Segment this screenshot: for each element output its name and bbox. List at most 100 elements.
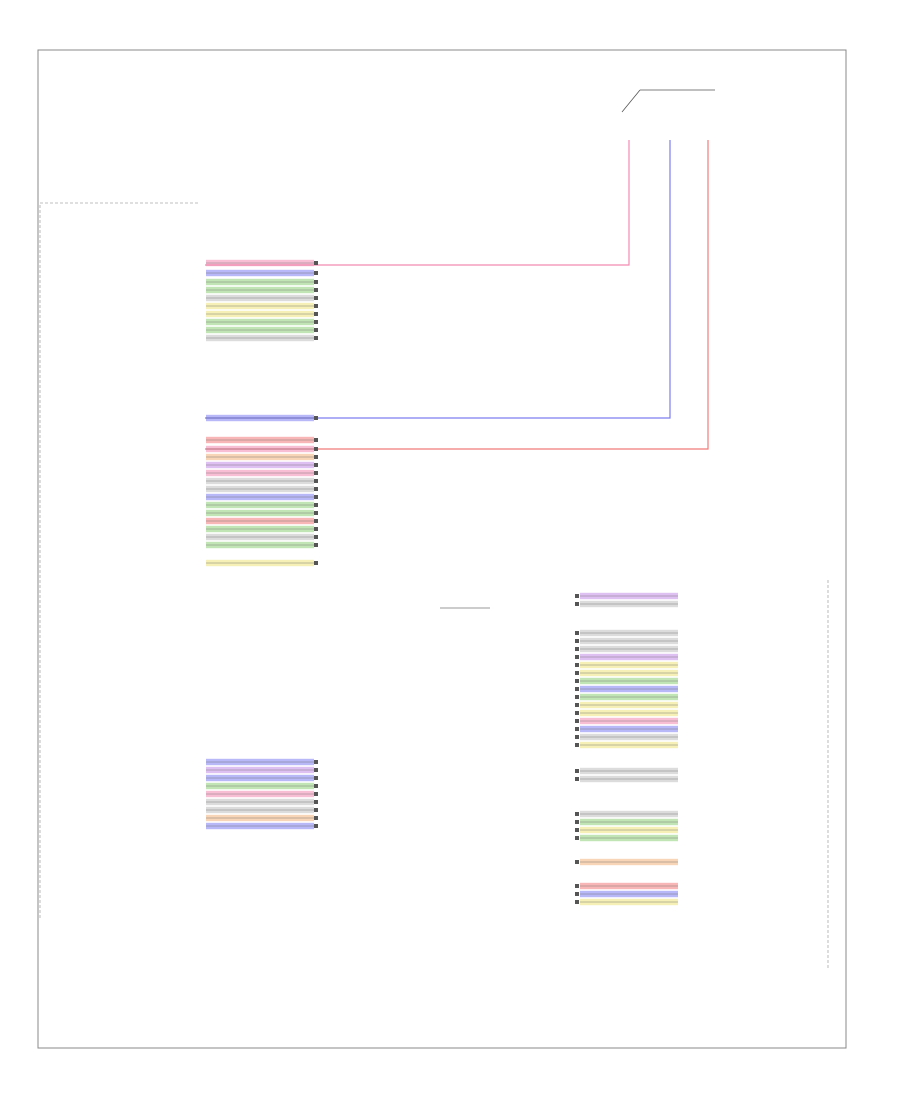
- left-wire-terminal: [314, 543, 318, 547]
- right-wire-group: [575, 592, 678, 906]
- left-wire-terminal: [314, 808, 318, 812]
- left-wire-terminal: [314, 312, 318, 316]
- left-wire-terminal: [314, 416, 318, 420]
- left-wire-terminal: [314, 447, 318, 451]
- right-wire-row: [575, 709, 678, 717]
- left-wire-terminal: [314, 280, 318, 284]
- left-wire-row: [206, 559, 318, 567]
- left-wire-terminal: [314, 288, 318, 292]
- left-wire-row: [206, 758, 318, 766]
- right-wire-row: [575, 834, 678, 842]
- right-wire-terminal: [575, 777, 579, 781]
- left-wire-row: [206, 326, 318, 334]
- right-wire-terminal: [575, 703, 579, 707]
- left-wire-terminal: [314, 271, 318, 275]
- left-wire-row: [206, 445, 318, 453]
- right-wire-terminal: [575, 892, 579, 896]
- left-wire-terminal: [314, 495, 318, 499]
- right-wire-terminal: [575, 687, 579, 691]
- feed-wire-pink: [205, 140, 630, 266]
- left-wire-group: [206, 259, 318, 830]
- left-wire-terminal: [314, 561, 318, 565]
- left-wire-row: [206, 278, 318, 286]
- ignition-switch: [621, 89, 715, 113]
- left-wire-terminal: [314, 438, 318, 442]
- left-wire-terminal: [314, 784, 318, 788]
- right-wire-row: [575, 775, 678, 783]
- left-wire-terminal: [314, 535, 318, 539]
- left-wire-terminal: [314, 487, 318, 491]
- left-wire-terminal: [314, 336, 318, 340]
- right-wire-row: [575, 741, 678, 749]
- left-wire-row: [206, 334, 318, 342]
- right-wire-row: [575, 810, 678, 818]
- left-wire-row: [206, 806, 318, 814]
- right-wire-row: [575, 693, 678, 701]
- right-wire-row: [575, 890, 678, 898]
- left-wire-terminal: [314, 503, 318, 507]
- right-wire-row: [575, 701, 678, 709]
- left-wire-terminal: [314, 824, 318, 828]
- right-wire-terminal: [575, 631, 579, 635]
- right-wire-row: [575, 653, 678, 661]
- left-wire-terminal: [314, 816, 318, 820]
- left-wire-terminal: [314, 511, 318, 515]
- right-wire-row: [575, 733, 678, 741]
- left-wire-row: [206, 259, 318, 267]
- right-wire-terminal: [575, 836, 579, 840]
- left-wire-terminal: [314, 479, 318, 483]
- left-wire-terminal: [314, 527, 318, 531]
- left-wire-row: [206, 798, 318, 806]
- right-wire-row: [575, 767, 678, 775]
- left-wire-terminal: [314, 328, 318, 332]
- right-wire-row: [575, 677, 678, 685]
- left-wire-row: [206, 501, 318, 509]
- right-wire-terminal: [575, 679, 579, 683]
- right-wire-terminal: [575, 671, 579, 675]
- left-wire-row: [206, 509, 318, 517]
- left-wire-row: [206, 414, 318, 422]
- right-wire-terminal: [575, 828, 579, 832]
- right-wire-row: [575, 669, 678, 677]
- right-wire-row: [575, 818, 678, 826]
- left-wire-row: [206, 302, 318, 310]
- left-wire-row: [206, 318, 318, 326]
- left-wire-row: [206, 782, 318, 790]
- left-wire-row: [206, 533, 318, 541]
- left-wire-row: [206, 814, 318, 822]
- left-wire-row: [206, 517, 318, 525]
- right-wire-terminal: [575, 695, 579, 699]
- left-wire-row: [206, 766, 318, 774]
- feed-wire-blue: [205, 140, 671, 419]
- right-wire-row: [575, 826, 678, 834]
- left-wire-row: [206, 485, 318, 493]
- left-wire-row: [206, 294, 318, 302]
- right-wire-terminal: [575, 655, 579, 659]
- right-wire-terminal: [575, 884, 579, 888]
- left-wire-row: [206, 436, 318, 444]
- left-wire-terminal: [314, 296, 318, 300]
- left-wire-terminal: [314, 792, 318, 796]
- right-wire-row: [575, 661, 678, 669]
- left-wire-row: [206, 541, 318, 549]
- right-wire-terminal: [575, 900, 579, 904]
- feed-wire-red: [205, 140, 709, 450]
- left-wire-terminal: [314, 760, 318, 764]
- right-wire-terminal: [575, 769, 579, 773]
- left-wire-terminal: [314, 471, 318, 475]
- right-wire-terminal: [575, 711, 579, 715]
- right-wire-terminal: [575, 735, 579, 739]
- left-wire-row: [206, 453, 318, 461]
- left-wire-row: [206, 269, 318, 277]
- right-wire-terminal: [575, 602, 579, 606]
- left-wire-row: [206, 461, 318, 469]
- left-wire-terminal: [314, 261, 318, 265]
- left-wire-row: [206, 493, 318, 501]
- switch-arm: [621, 89, 641, 113]
- right-wire-row: [575, 725, 678, 733]
- left-wire-row: [206, 469, 318, 477]
- right-wire-terminal: [575, 663, 579, 667]
- right-wire-terminal: [575, 719, 579, 723]
- left-wire-terminal: [314, 304, 318, 308]
